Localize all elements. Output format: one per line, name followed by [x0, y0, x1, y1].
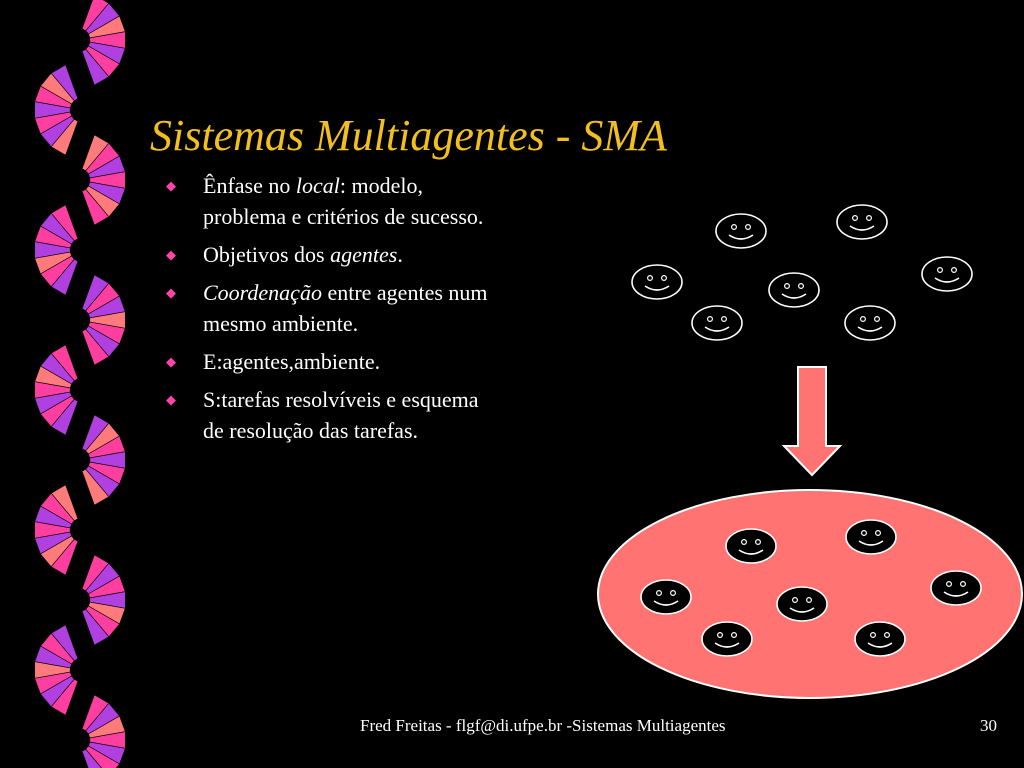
bullet-item: ◆ Coordenação entre agentes num mesmo ambi… — [166, 277, 586, 339]
ribbon-fan-segment — [81, 0, 126, 86]
ribbon-fan-segment — [81, 694, 126, 768]
bullet-text: E:agentes,ambiente. — [203, 349, 381, 374]
agent-smiley-icon — [725, 528, 777, 564]
agent-smiley-icon — [768, 272, 820, 308]
agent-smiley-icon — [701, 621, 753, 657]
bullet-text: de resolução das tarefas. — [203, 418, 419, 443]
ribbon-fan-segment — [34, 344, 79, 436]
decorative-ribbon — [34, 0, 126, 768]
top-agent-group — [631, 204, 973, 341]
bullet-text: agentes — [330, 242, 398, 267]
agent-smiley-icon — [844, 305, 896, 341]
agent-smiley-icon — [640, 579, 692, 615]
bullet-item: ◆ Objetivos dos agentes. — [166, 239, 586, 270]
bullet-item: ◆ E:agentes,ambiente. — [166, 346, 586, 377]
page-number: 30 — [980, 716, 997, 735]
ribbon-fan-segment — [81, 134, 126, 226]
bullet-item: ◆ Ênfase no local: modelo, problema e crit… — [166, 170, 586, 232]
bullet-text: Ênfase no — [203, 173, 296, 198]
ribbon-fan-segment — [81, 414, 126, 506]
diamond-bullet-icon: ◆ — [166, 178, 176, 193]
ribbon-fan-segment — [81, 554, 126, 646]
agent-smiley-icon — [631, 264, 683, 300]
bullet-text: problema e critérios de sucesso. — [203, 204, 484, 229]
agent-smiley-icon — [691, 305, 743, 341]
bullet-text: : modelo, — [339, 173, 423, 198]
bullet-text: Objetivos dos — [203, 242, 331, 267]
bullet-text: Coordenação — [203, 280, 322, 305]
agent-smiley-icon — [930, 570, 982, 606]
bullet-text: S:tarefas resolvíveis e esquema — [203, 387, 479, 412]
diamond-bullet-icon: ◆ — [166, 285, 176, 300]
bullet-text: local — [295, 173, 340, 198]
down-arrow-icon — [781, 366, 843, 477]
ribbon-fan-segment — [34, 624, 79, 716]
bullet-item: ◆ S:tarefas resolvíveis e esquema de resol… — [166, 384, 586, 446]
bullet-text: . — [397, 242, 403, 267]
agent-smiley-icon — [845, 519, 897, 555]
ribbon-fan-segment — [34, 64, 79, 156]
ribbon-fan-segment — [34, 484, 79, 576]
bullet-list: ◆ Ênfase no local: modelo, problema e crit… — [166, 170, 586, 453]
diamond-bullet-icon: ◆ — [166, 247, 176, 262]
agent-smiley-icon — [836, 204, 888, 240]
bullet-text: entre agentes num — [321, 280, 488, 305]
footer-text: Fred Freitas - flgf@di.ufpe.br -Sistemas… — [360, 716, 726, 735]
agent-smiley-icon — [854, 621, 906, 657]
ribbon-fan-segment — [34, 204, 79, 296]
slide-title: Sistemas Multiagentes - SMA — [150, 111, 667, 160]
agent-smiley-icon — [715, 213, 767, 249]
diamond-bullet-icon: ◆ — [166, 354, 176, 369]
ribbon-fan-segment — [81, 274, 126, 366]
bullet-text: mesmo ambiente. — [203, 311, 359, 336]
agent-smiley-icon — [776, 586, 828, 622]
diamond-bullet-icon: ◆ — [166, 392, 176, 407]
bottom-agent-group — [640, 519, 982, 657]
agent-smiley-icon — [921, 256, 973, 292]
